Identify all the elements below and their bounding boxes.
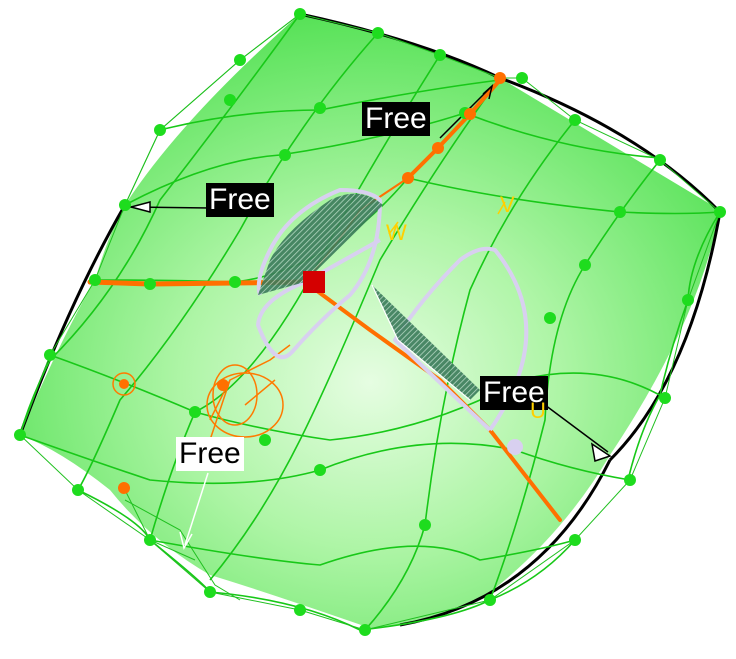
surface-boundary-bottom <box>399 459 612 627</box>
axis-label-u: U <box>530 398 546 423</box>
surface-patch[interactable] <box>20 14 720 628</box>
tangent-vectors <box>388 201 506 235</box>
selected-control-points[interactable] <box>118 72 506 494</box>
rotation-manipulator[interactable] <box>112 344 291 466</box>
free-label-top[interactable]: Free <box>362 102 430 136</box>
free-label-right[interactable]: Free <box>480 376 548 410</box>
free-label-left[interactable]: Free <box>206 183 274 217</box>
tangent-endpoint[interactable] <box>507 439 523 455</box>
axis-label-v: V <box>500 192 515 217</box>
axis-label-w: W <box>386 220 407 245</box>
tangent-fan-upper <box>258 193 383 295</box>
tangent-fan-lower <box>372 285 480 400</box>
free-label-bottom[interactable]: Free <box>176 437 244 471</box>
deformation-handle[interactable] <box>303 271 325 293</box>
